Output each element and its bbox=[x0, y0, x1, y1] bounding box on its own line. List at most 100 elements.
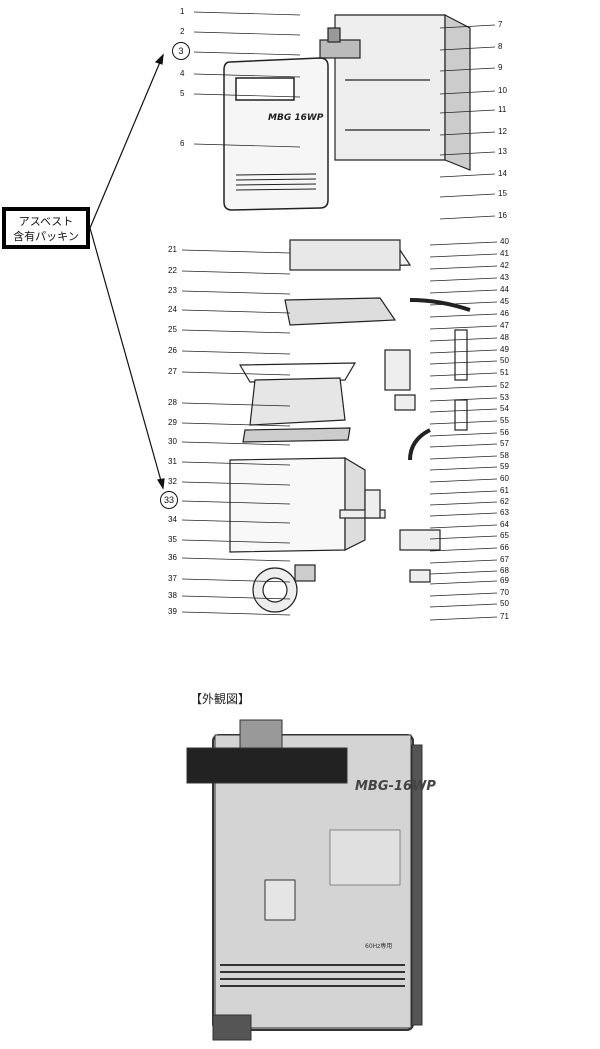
part-label-46: 46 bbox=[500, 309, 509, 318]
part-label-36: 36 bbox=[168, 553, 177, 562]
leader-line-3 bbox=[193, 51, 301, 56]
part-label-55: 55 bbox=[500, 416, 509, 425]
part-label-15: 15 bbox=[498, 189, 507, 198]
part-label-54: 54 bbox=[500, 404, 509, 413]
part-label-37: 37 bbox=[168, 574, 177, 583]
leader-line-26 bbox=[181, 350, 291, 355]
leader-line-34 bbox=[181, 519, 291, 524]
leader-line-51 bbox=[429, 372, 498, 377]
part-label-11: 11 bbox=[498, 105, 507, 114]
leader-line-67 bbox=[429, 559, 498, 564]
part-label-8: 8 bbox=[498, 42, 503, 51]
part-label-68: 68 bbox=[500, 566, 509, 575]
callout-line2: 含有パッキン bbox=[13, 230, 79, 243]
callout-line1: アスベスト bbox=[18, 215, 74, 228]
leader-line-42 bbox=[429, 265, 498, 270]
part-label-21: 21 bbox=[168, 245, 177, 254]
part-label-53: 53 bbox=[500, 393, 509, 402]
casing-drawing bbox=[319, 14, 471, 171]
leader-line-32 bbox=[181, 481, 291, 486]
part-label-51: 51 bbox=[500, 368, 509, 377]
part-label-24: 24 bbox=[168, 305, 177, 314]
part-label-2: 2 bbox=[180, 27, 185, 36]
part-label-56: 56 bbox=[500, 428, 509, 437]
part-label-64: 64 bbox=[500, 520, 509, 529]
part-label-43: 43 bbox=[500, 273, 509, 282]
part-label-26: 26 bbox=[168, 346, 177, 355]
leader-line-69 bbox=[429, 580, 498, 585]
leader-line-30 bbox=[181, 441, 291, 446]
leader-line-43 bbox=[429, 277, 498, 282]
part-label-9: 9 bbox=[498, 63, 503, 72]
leader-line-12 bbox=[439, 131, 496, 136]
leader-line-41 bbox=[429, 253, 498, 258]
part-label-50: 50 bbox=[500, 356, 509, 365]
part-label-62: 62 bbox=[500, 497, 509, 506]
leader-line-33 bbox=[181, 500, 291, 505]
leader-line-48 bbox=[429, 337, 498, 342]
leader-line-37 bbox=[181, 578, 291, 583]
leader-line-44 bbox=[429, 289, 498, 294]
leader-line-22 bbox=[181, 270, 291, 275]
photo-freq-note: 60Hz専用 bbox=[365, 942, 392, 950]
part-label-31: 31 bbox=[168, 457, 177, 466]
leader-line-54 bbox=[429, 408, 498, 413]
leader-line-6 bbox=[193, 143, 301, 148]
front-panel-model: MBG 16WP bbox=[268, 113, 324, 123]
part-label-5: 5 bbox=[180, 89, 185, 98]
part-label-28: 28 bbox=[168, 398, 177, 407]
part-label-59: 59 bbox=[500, 462, 509, 471]
part-label-10: 10 bbox=[498, 86, 507, 95]
leader-line-45 bbox=[429, 301, 498, 306]
leader-line-8 bbox=[439, 46, 496, 51]
part-label-60: 60 bbox=[500, 474, 509, 483]
leader-line-49 bbox=[429, 349, 498, 354]
leader-line-70 bbox=[429, 592, 498, 597]
part-label-65: 65 bbox=[500, 531, 509, 540]
leader-line-15 bbox=[439, 193, 496, 198]
part-label-14: 14 bbox=[498, 169, 507, 178]
part-label-16: 16 bbox=[498, 211, 507, 220]
part-label-63: 63 bbox=[500, 508, 509, 517]
leader-line-29 bbox=[181, 422, 291, 427]
part-label-1: 1 bbox=[180, 7, 185, 16]
part-label-13: 13 bbox=[498, 147, 507, 156]
leader-line-62 bbox=[429, 501, 498, 506]
part-label-61: 61 bbox=[500, 486, 509, 495]
leader-line-46 bbox=[429, 313, 498, 318]
burner-assembly-drawing bbox=[229, 239, 412, 613]
leader-line-16 bbox=[439, 215, 496, 220]
part-label-48: 48 bbox=[500, 333, 509, 342]
leader-line-56 bbox=[429, 432, 498, 437]
callout-arrows bbox=[89, 53, 165, 490]
leader-line-68 bbox=[429, 570, 498, 575]
part-label-27: 27 bbox=[168, 367, 177, 376]
part-label-7: 7 bbox=[498, 20, 503, 29]
part-label-69: 69 bbox=[500, 576, 509, 585]
leader-line-25 bbox=[181, 329, 291, 334]
part-label-39: 39 bbox=[168, 607, 177, 616]
exterior-photo bbox=[186, 719, 423, 1041]
leader-line-64 bbox=[429, 524, 498, 529]
part-label-33: 33 bbox=[160, 491, 178, 509]
leader-line-47 bbox=[429, 325, 498, 330]
leader-line-52 bbox=[429, 385, 498, 390]
leader-line-63 bbox=[429, 512, 498, 517]
leader-line-4 bbox=[193, 73, 301, 78]
part-label-38: 38 bbox=[168, 591, 177, 600]
leader-line-39 bbox=[181, 611, 291, 616]
leader-line-59 bbox=[429, 466, 498, 471]
leader-line-13 bbox=[439, 151, 496, 156]
part-label-40: 40 bbox=[500, 237, 509, 246]
leader-line-14 bbox=[439, 173, 496, 178]
leader-line-66 bbox=[429, 547, 498, 552]
leader-line-65 bbox=[429, 535, 498, 540]
part-label-66: 66 bbox=[500, 543, 509, 552]
leader-line-58 bbox=[429, 455, 498, 460]
leader-line-55 bbox=[429, 420, 498, 425]
leader-line-35 bbox=[181, 539, 291, 544]
leader-line-53 bbox=[429, 397, 498, 402]
part-label-6: 6 bbox=[180, 139, 185, 148]
leader-line-7 bbox=[439, 24, 496, 29]
